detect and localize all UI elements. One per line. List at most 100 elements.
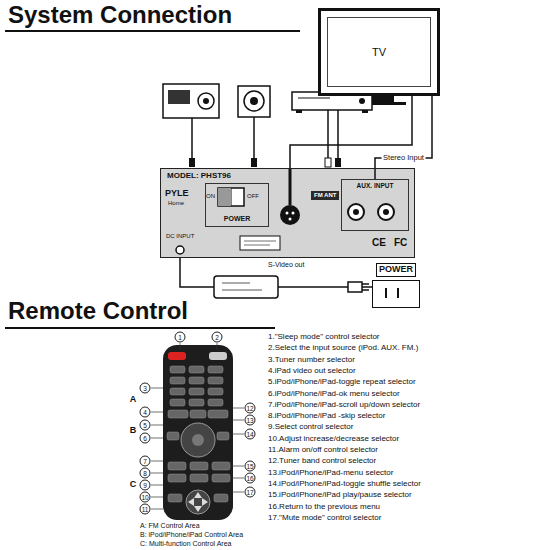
remote-control (217, 432, 229, 440)
leader-line (151, 343, 244, 509)
section-heading: Remote Control (8, 298, 188, 324)
s-video-jack (280, 168, 300, 225)
legend-item: 10.Adjust increase/decrease selector (268, 435, 399, 444)
callout-number: 9 (140, 480, 151, 491)
aux-jack (378, 204, 394, 220)
leader-line (180, 343, 181, 350)
dvd-player (325, 158, 331, 167)
outlet-face (372, 280, 420, 308)
warning-sticker (240, 236, 280, 250)
remote-control (208, 399, 223, 406)
outlet-slot (385, 288, 387, 298)
aux-input: AUX. INPUT (341, 179, 409, 231)
remote-control (186, 490, 210, 514)
dvd-player (292, 92, 372, 167)
remote-control (190, 462, 208, 470)
callout-number: 13 (245, 415, 256, 426)
remote-control (190, 474, 208, 482)
remote-control (163, 345, 233, 520)
speaker-device (244, 91, 264, 111)
dvd-player (337, 110, 339, 160)
power-adapter (214, 276, 278, 298)
remote-control (208, 410, 228, 418)
cable-connector (375, 96, 432, 179)
legend-item: 2.Select the input source (iPod. AUX. FM… (268, 344, 418, 353)
callout-number: 10 (140, 492, 151, 503)
callout-number: 5 (140, 420, 151, 431)
node-text: POWER (376, 263, 416, 277)
power-plug (362, 283, 369, 285)
leader-line (232, 478, 244, 479)
leader-line (151, 388, 163, 389)
area-note: C: Multi-function Control Area (140, 540, 231, 548)
callout-number: 7 (140, 456, 151, 467)
leader-line (232, 408, 244, 409)
callout-number: 2 (212, 332, 223, 343)
s-video-jack (289, 168, 292, 205)
panel-label: DC INPUT (166, 233, 194, 240)
leader-line (151, 438, 163, 439)
panel-label: Home (168, 200, 184, 207)
legend-item: 4.iPad video out selector (268, 367, 356, 376)
warning-sticker (240, 236, 280, 250)
radio-device (163, 84, 219, 118)
legend-item: 1."Sleep mode" control selector (268, 333, 380, 342)
remote-control (170, 366, 185, 373)
outlet-slot (397, 288, 399, 298)
remote-control (189, 377, 204, 384)
fm-antenna-jack: FM ANT (311, 191, 339, 200)
area-letter: B (130, 426, 137, 436)
legend-item: 13.iPod/iPhone/iPad-menu selector (268, 469, 393, 478)
legend-item: 17."Mute mode" control selector (268, 514, 381, 523)
power-adapter (222, 290, 262, 291)
node-text: POWER (206, 215, 268, 223)
dvd-player (362, 110, 368, 113)
leader-line (151, 509, 163, 510)
callout-number: 15 (245, 461, 256, 472)
remote-control (208, 366, 223, 373)
remote-control (170, 399, 185, 406)
leader-line (232, 434, 244, 435)
dvd-player (359, 98, 365, 104)
leader-line (232, 420, 244, 421)
remote-control (189, 399, 204, 406)
legend-item: 7.iPod/iPhone/iPad-scroll up/down select… (268, 401, 420, 410)
tv-screen: TV (318, 8, 440, 96)
leader-line (151, 412, 163, 413)
leader-line (151, 497, 163, 498)
dvd-player (296, 110, 302, 113)
remote-control (168, 494, 182, 502)
leader-line (151, 473, 163, 474)
remote-control (192, 434, 204, 446)
callout-number: 12 (245, 403, 256, 414)
remote-control (208, 377, 223, 384)
receiver-panel-face (160, 168, 415, 258)
area-note: A: FM Control Area (140, 522, 200, 530)
heading-rule (5, 327, 275, 329)
callout-number: 8 (140, 468, 151, 479)
leader-line (151, 461, 163, 462)
legend-item: 16.Return to the previous menu (268, 503, 380, 512)
remote-control (214, 494, 228, 502)
aux-jack (348, 204, 364, 220)
legend-item: 9.Select control selector (268, 423, 353, 432)
port-label: S-Video out (268, 261, 304, 269)
remote-control (209, 352, 227, 360)
remote-control (189, 366, 204, 373)
speaker-device (238, 86, 270, 167)
section-heading: System Connection (8, 2, 232, 28)
receiver-panel-face (218, 188, 231, 206)
remote-control (168, 352, 186, 360)
node-text: TV (372, 46, 386, 58)
node-text: FM ANT (314, 192, 336, 199)
remote-control (170, 377, 185, 384)
legend-item: 3.Tuner number selector (268, 356, 355, 365)
callout-number: 6 (140, 433, 151, 444)
radio-device (191, 118, 193, 160)
remote-control (163, 345, 233, 520)
dc-jack (176, 246, 184, 254)
speaker-device (253, 117, 255, 160)
